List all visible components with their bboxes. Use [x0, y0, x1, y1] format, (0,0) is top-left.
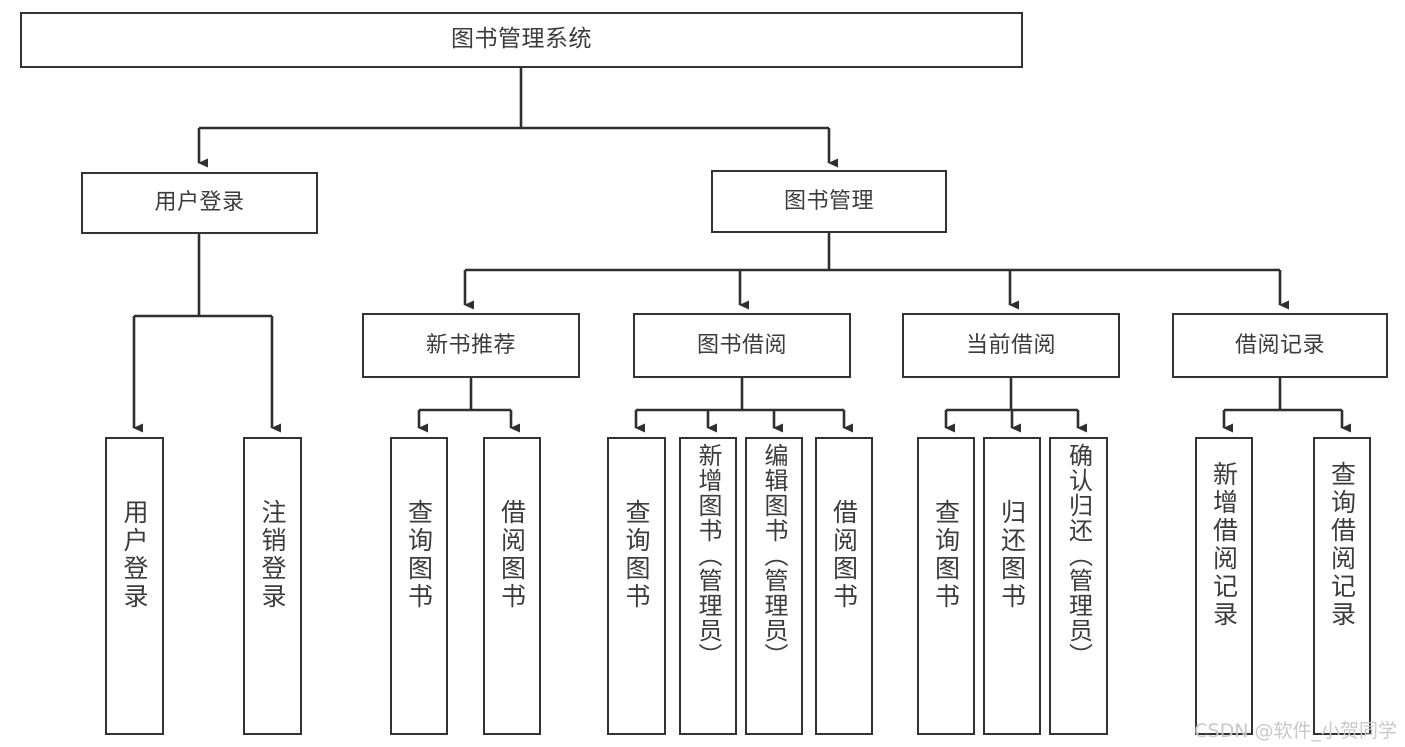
leaf-edit-book-admin[interactable]: 编辑图书（管理员）	[745, 437, 803, 735]
leaf-borrow-book-recommend[interactable]: 借阅图书	[483, 437, 541, 735]
node-label: 注销登录	[258, 499, 287, 611]
leaf-return-book[interactable]: 归还图书	[983, 437, 1041, 735]
node-label: 当前借阅	[965, 332, 1056, 358]
node-label: 借阅记录	[1234, 332, 1325, 358]
node-label: 用户登录	[154, 190, 245, 216]
leaf-query-book-recommend[interactable]: 查询图书	[390, 437, 448, 735]
node-user-login[interactable]: 用户登录	[81, 172, 318, 234]
leaf-query-borrow-record[interactable]: 查询借阅记录	[1313, 437, 1371, 735]
leaf-user-login[interactable]: 用户登录	[105, 437, 164, 735]
node-root-system[interactable]: 图书管理系统	[20, 12, 1023, 68]
node-current-borrow[interactable]: 当前借阅	[902, 313, 1120, 378]
node-label: 图书借阅	[696, 332, 787, 358]
node-borrow-record[interactable]: 借阅记录	[1172, 313, 1388, 378]
node-new-book-recommend[interactable]: 新书推荐	[362, 313, 580, 378]
leaf-borrow-book[interactable]: 借阅图书	[815, 437, 873, 735]
node-label: 编辑图书（管理员）	[760, 443, 788, 668]
node-label: 查询图书	[931, 499, 961, 611]
node-book-management[interactable]: 图书管理	[711, 170, 947, 233]
node-book-borrow[interactable]: 图书借阅	[633, 313, 851, 378]
node-label: 新增图书（管理员）	[694, 443, 722, 668]
node-label: 借阅图书	[829, 499, 859, 611]
leaf-confirm-return-admin[interactable]: 确认归还（管理员）	[1049, 437, 1108, 735]
leaf-user-logout[interactable]: 注销登录	[243, 437, 302, 735]
node-label: 新书推荐	[425, 332, 516, 358]
node-label: 图书管理	[783, 188, 874, 214]
node-label: 查询图书	[404, 499, 434, 611]
leaf-query-book-current[interactable]: 查询图书	[917, 437, 975, 735]
csdn-watermark: CSDN @软件_小贺同学	[1194, 720, 1397, 742]
node-label: 查询借阅记录	[1327, 461, 1357, 629]
node-label: 图书管理系统	[451, 26, 592, 53]
leaf-query-book-borrow[interactable]: 查询图书	[607, 437, 666, 735]
node-label: 查询图书	[622, 499, 651, 611]
node-label: 确认归还（管理员）	[1064, 443, 1093, 668]
node-label: 用户登录	[120, 499, 149, 611]
node-label: 新增借阅记录	[1209, 461, 1239, 629]
node-label: 借阅图书	[497, 499, 527, 611]
leaf-add-book-admin[interactable]: 新增图书（管理员）	[679, 437, 737, 735]
leaf-add-borrow-record[interactable]: 新增借阅记录	[1195, 437, 1253, 735]
node-label: 归还图书	[997, 499, 1027, 611]
